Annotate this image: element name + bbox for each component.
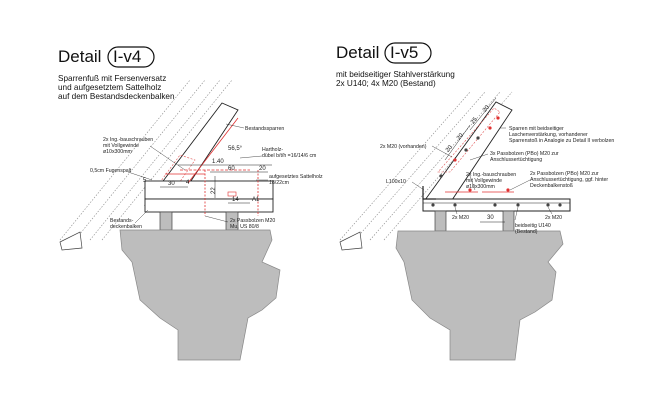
left-rafter-notch	[149, 154, 196, 197]
right-heading: Detail	[336, 43, 379, 62]
right-label-sparren-3: Sparrenstoß in Analogie zu Detail II ver…	[509, 138, 614, 144]
left-subtitle-3: auf dem Bestandsdeckenbalken	[58, 92, 175, 101]
left-badge-frame	[107, 46, 155, 68]
right-subtitle-2: 2x U140; 4x M20 (Bestand)	[336, 79, 436, 88]
left-dim-30: 30	[168, 181, 175, 187]
left-label-sattel-1: aufgesetztes Sattelholz	[269, 174, 323, 180]
left-red-fasteners	[165, 117, 259, 216]
left-dim-5: 5	[143, 178, 147, 184]
right-subtitle-1: mit beidseitiger Stahlverstärkung	[336, 70, 455, 79]
left-leader-lines	[127, 123, 268, 224]
right-label-u140-2: (Bestand)	[515, 229, 538, 235]
left-dimension-lines	[160, 164, 272, 204]
left-subtitle-2: und aufgesetztem Sattelholz	[58, 83, 161, 92]
left-masonry-wall	[119, 229, 281, 361]
left-dim-a1: A1	[252, 197, 260, 203]
left-label-balken-2: deckenbalken	[110, 224, 142, 230]
right-label-pass2-2: Anschlussertüchtigung, ggf. hinter	[530, 177, 608, 183]
left-post-1	[159, 211, 173, 231]
right-angle-l100	[422, 186, 436, 200]
right-leader-lines	[411, 127, 553, 221]
left-dim-14: 14	[232, 197, 239, 203]
right-label-pass3-2: Anschlussertüchtigung	[490, 157, 542, 163]
right-label-m20-a: 2x M20	[452, 215, 469, 221]
right-label-screws-2: mit Vollgewinde	[466, 178, 502, 184]
right-red-bolts	[453, 116, 510, 192]
right-label-screws-1: 2x Ing.-bauschrauben	[466, 172, 516, 178]
left-dim-4: 4	[186, 180, 190, 186]
right-label-pass3-1: 3x Passbolzen (PBo) M20 zur	[490, 151, 559, 157]
right-dim-20b: 20	[456, 132, 465, 141]
left-label-screws-2: mit Vollgewinde	[103, 143, 139, 149]
right-post-2	[502, 210, 515, 232]
right-dim-20c: 20	[482, 104, 491, 113]
right-label-l100: L100x10	[386, 179, 406, 185]
right-label-sparren-1: Sparren mit beidseitiger	[509, 126, 564, 132]
left-heading: Detail	[58, 47, 101, 66]
left-badge: I-v4	[113, 47, 141, 66]
right-masonry-wall	[395, 230, 564, 361]
left-label-fugenspalt: 0,5cm Fugenspalt	[90, 168, 132, 174]
left-label-balken-1: Bestands-	[110, 218, 134, 224]
right-badge-frame	[384, 42, 432, 64]
right-label-u140-1: beidseitig U140	[515, 223, 551, 229]
left-label-hartholz-2: dübel b/t/h =16/14/6 cm	[262, 153, 316, 159]
detail-i-v4: Detail I-v4 Sparrenfuß mit Fersenversatz…	[58, 46, 323, 361]
left-dowel	[227, 191, 237, 197]
left-label-sattel-2: 18/22cm	[269, 180, 289, 186]
right-label-pass2-3: Deckenbalkenstoß	[530, 183, 573, 189]
left-dim-20: 20	[259, 166, 266, 172]
right-eaves-gutter	[339, 231, 363, 251]
detail-i-v5: Detail I-v5 mit beidseitiger Stahlverstä…	[336, 42, 614, 361]
right-label-screws-3: ø10x300mm	[466, 184, 495, 190]
left-subtitle-1: Sparrenfuß mit Fersenversatz	[58, 74, 166, 83]
right-post-1	[434, 210, 447, 232]
left-angle: 56,5°	[228, 146, 243, 152]
right-label-m20-vorhanden: 2x M20 (vorhanden)	[380, 144, 427, 150]
left-dim-60: 60	[228, 166, 235, 172]
left-dim-140: 1.40	[212, 159, 224, 165]
left-label-bestandssparren: Bestandssparren	[245, 126, 284, 132]
right-dim-30: 30	[487, 215, 494, 221]
right-bolts	[431, 136, 562, 207]
left-label-screws-3: ø10x300mm	[103, 149, 132, 155]
right-dim-25: 25	[470, 116, 479, 125]
right-label-m20-b: 2x M20	[545, 215, 562, 221]
left-label-bolzen-2: Mu, US 80/8	[230, 224, 259, 230]
left-label-screws-1: 2x Ing.-bauschrauben	[103, 137, 153, 143]
left-label-bolzen-1: 2x Passbolzen M20	[230, 218, 275, 224]
right-badge: I-v5	[390, 43, 418, 62]
left-dim-22: 22	[211, 187, 217, 194]
right-dimension-lines	[444, 97, 505, 223]
right-rafter-lashing	[437, 107, 501, 173]
right-label-sparren-2: Laschenverstärkung, vorhandener	[509, 132, 588, 138]
left-roof-dotted-lines	[59, 79, 233, 241]
left-existing-beam	[144, 198, 274, 213]
left-eaves-gutter	[59, 231, 83, 251]
right-dim-20a: 20	[445, 144, 454, 153]
left-label-hartholz-1: Hartholz-	[262, 147, 283, 153]
right-label-pass2-1: 2x Passbolzen (PBo) M20 zur	[530, 171, 599, 177]
